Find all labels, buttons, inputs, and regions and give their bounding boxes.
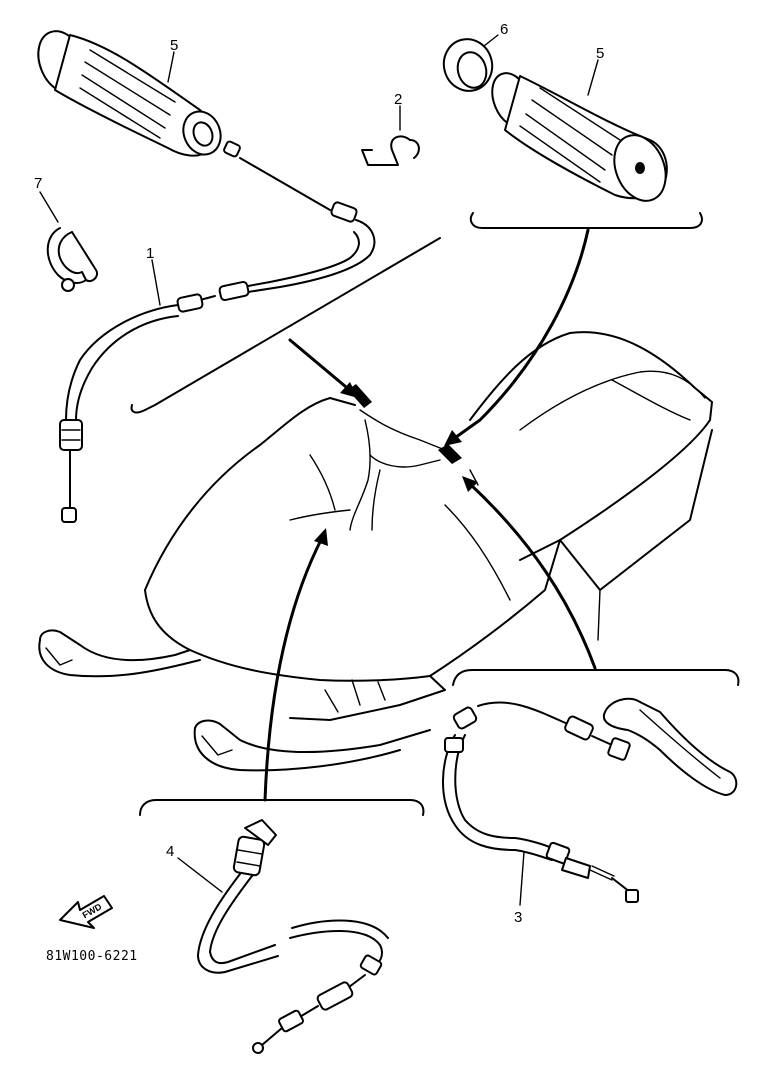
snowmobile-body <box>38 331 713 772</box>
assembly-bracket-right <box>452 669 740 686</box>
leader-arrows <box>263 228 597 802</box>
fwd-arrow-icon: FWD <box>59 895 113 929</box>
diagram-code: 81W100-6221 <box>46 949 138 964</box>
grip-left <box>37 30 222 157</box>
callout-labels: 5 2 6 5 7 1 4 3 <box>34 21 604 926</box>
callout-1: 1 <box>146 245 154 262</box>
cable-clip <box>361 135 420 166</box>
throttle-housing-cable <box>197 819 389 1054</box>
cable-band <box>46 227 98 292</box>
callout-7: 7 <box>34 175 42 192</box>
assembly-bracket-top-left <box>130 237 441 414</box>
callout-6: 6 <box>500 21 508 38</box>
brake-lever <box>602 697 738 796</box>
throttle-cable <box>59 140 376 523</box>
callout-leaders <box>39 34 599 906</box>
callout-5-left: 5 <box>170 37 178 54</box>
assembly-bracket-top-right <box>469 212 703 229</box>
callout-3: 3 <box>514 909 522 926</box>
grip-collar <box>442 38 494 92</box>
brake-cable <box>442 701 639 903</box>
grip-right <box>491 72 668 202</box>
callout-4: 4 <box>166 843 174 860</box>
callout-5-right: 5 <box>596 45 604 62</box>
callout-2: 2 <box>394 91 402 108</box>
assembly-bracket-bottom <box>139 799 425 816</box>
